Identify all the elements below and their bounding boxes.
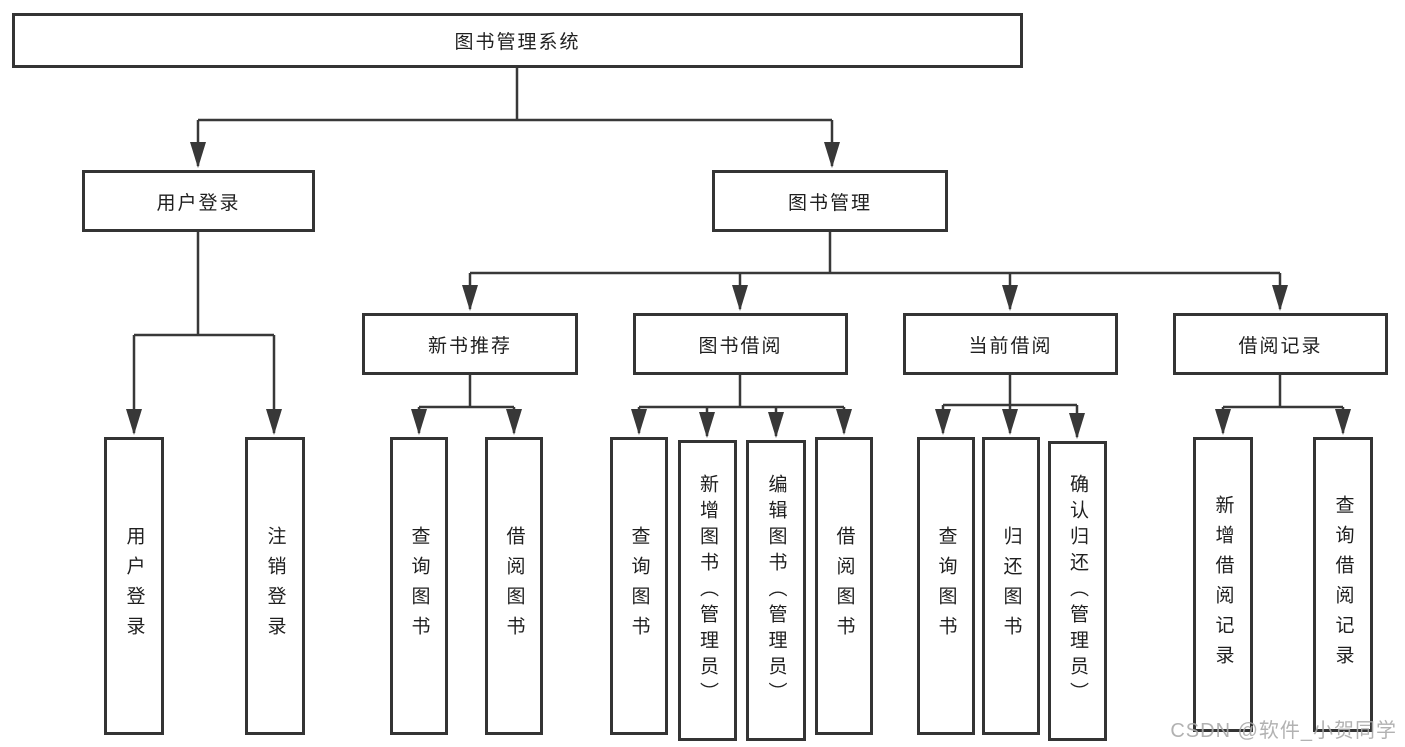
node-label: 图书管理系统: [454, 32, 581, 53]
node-label: 借阅图书: [833, 526, 855, 646]
node-logout: 注销登录: [245, 437, 305, 735]
node-borrow-books-borrowing: 借阅图书: [815, 437, 873, 735]
connector-root: [198, 68, 832, 122]
node-label: 图书管理: [787, 192, 872, 214]
node-label: 查询图书: [935, 526, 957, 646]
node-label: 确认归还（管理员）: [1067, 474, 1088, 708]
connector-borrow-records: [1223, 375, 1343, 409]
node-new-book-recommend: 新书推荐: [362, 313, 578, 375]
node-label: 新增借阅记录: [1212, 494, 1234, 675]
connector-book-borrowing: [639, 375, 844, 409]
node-label: 注销登录: [264, 526, 286, 646]
csdn-watermark: CSDN @软件_小贺同学: [1170, 720, 1397, 742]
node-borrow-records: 借阅记录: [1173, 313, 1388, 375]
node-confirm-return-admin: 确认归还（管理员）: [1048, 441, 1107, 741]
connector-user-login: [134, 232, 274, 337]
node-label: 用户登录: [156, 192, 241, 214]
node-book-borrowing: 图书借阅: [633, 313, 848, 375]
node-label: 新书推荐: [427, 335, 512, 357]
node-add-books-admin: 新增图书（管理员）: [678, 440, 737, 741]
connector-new-book-recommend: [419, 375, 514, 409]
node-add-borrow-record: 新增借阅记录: [1193, 437, 1253, 732]
node-current-borrowing: 当前借阅: [903, 313, 1118, 375]
node-query-books-current: 查询图书: [917, 437, 975, 735]
node-query-books-borrowing: 查询图书: [610, 437, 668, 735]
node-book-management: 图书管理: [712, 170, 948, 232]
node-label: 编辑图书（管理员）: [765, 473, 787, 708]
node-label: 借阅记录: [1238, 335, 1323, 357]
connector-current-borrowing: [943, 375, 1077, 407]
node-label: 当前借阅: [968, 335, 1053, 357]
node-label: 用户登录: [123, 526, 145, 646]
node-label: 查询图书: [408, 526, 430, 646]
node-label: 查询借阅记录: [1332, 494, 1354, 675]
node-label: 借阅图书: [503, 526, 525, 646]
node-borrow-books-recommend: 借阅图书: [485, 437, 543, 735]
node-label: 新增图书（管理员）: [697, 473, 718, 708]
node-return-books: 归还图书: [982, 437, 1040, 735]
node-library-management-system: 图书管理系统: [12, 13, 1023, 68]
node-edit-books-admin: 编辑图书（管理员）: [746, 440, 806, 741]
node-user-login: 用户登录: [82, 170, 315, 232]
node-label: 查询图书: [628, 526, 650, 646]
node-label: 图书借阅: [698, 335, 783, 357]
node-user-login-leaf: 用户登录: [104, 437, 164, 735]
connector-book-management: [470, 232, 1280, 275]
node-query-borrow-record: 查询借阅记录: [1313, 437, 1373, 732]
node-label: 归还图书: [1000, 526, 1022, 646]
node-query-books-recommend: 查询图书: [390, 437, 448, 735]
